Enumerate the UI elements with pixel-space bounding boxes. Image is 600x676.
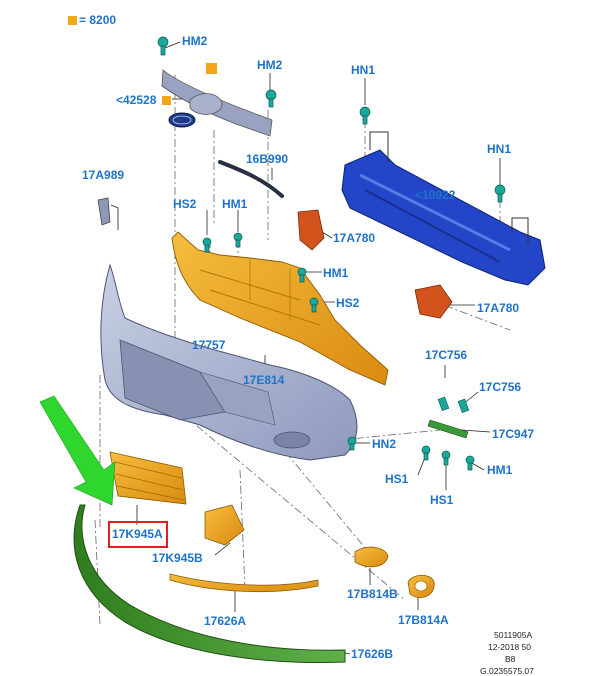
label-17b814b: 17B814B bbox=[347, 587, 398, 601]
label-17e814: 17E814 bbox=[243, 373, 285, 387]
label-hs2-a: HS2 bbox=[173, 197, 197, 211]
label-17a780-b: 17A780 bbox=[477, 301, 520, 315]
quantity-square-icon-2 bbox=[162, 96, 171, 105]
footer-line-2: 12-2018 50 bbox=[488, 642, 532, 652]
label-16b990: 16B990 bbox=[246, 152, 289, 166]
bumper-beam-10922 bbox=[341, 131, 546, 286]
label-42528: <42528 bbox=[116, 93, 157, 107]
bracket-17a780-lower bbox=[414, 284, 453, 319]
label-hm1-b: HM1 bbox=[323, 266, 349, 280]
selected-part-highlight bbox=[108, 521, 168, 548]
lower-grille-17k945a bbox=[109, 451, 187, 505]
label-hs1-b: HS1 bbox=[430, 493, 454, 507]
label-17b814a: 17B814A bbox=[398, 613, 449, 627]
spoiler-17626b bbox=[73, 504, 346, 663]
label-17c756-a: 17C756 bbox=[425, 348, 468, 362]
label-hn1-a: HN1 bbox=[351, 63, 376, 77]
ford-badge-icon bbox=[168, 112, 196, 128]
label-hn2: HN2 bbox=[372, 437, 397, 451]
footer-line-3: B8 bbox=[505, 654, 516, 664]
label-hn1-b: HN1 bbox=[487, 142, 512, 156]
label-hm2-a: HM2 bbox=[182, 34, 208, 48]
footer-line-4: G.0235575.07 bbox=[480, 666, 534, 676]
label-hm2-b: HM2 bbox=[257, 58, 283, 72]
fastener-clips bbox=[157, 36, 506, 471]
label-17757: 17757 bbox=[192, 338, 226, 352]
label-17a989: 17A989 bbox=[82, 168, 125, 182]
label-hm1-c: HM1 bbox=[487, 463, 513, 477]
absorber-17e814 bbox=[171, 231, 389, 386]
label-17626b: 17626B bbox=[351, 647, 394, 661]
footer-line-1: 5011905A bbox=[494, 630, 533, 640]
label-hs1-a: HS1 bbox=[385, 472, 409, 486]
quantity-legend-label: = 8200 bbox=[79, 13, 117, 27]
fog-bezel-17b814b bbox=[354, 546, 389, 568]
arrow-icon bbox=[39, 395, 116, 506]
label-17a780-a: 17A780 bbox=[333, 231, 376, 245]
label-17k945a[interactable]: 17K945A bbox=[112, 527, 163, 541]
brackets-17c756 bbox=[437, 396, 470, 414]
quantity-square-icon bbox=[206, 63, 217, 74]
label-17k945b: 17K945B bbox=[152, 551, 203, 565]
bracket-17a989 bbox=[97, 197, 111, 226]
label-17c756-b: 17C756 bbox=[479, 380, 522, 394]
label-17c947: 17C947 bbox=[492, 427, 535, 441]
label-hm1-a: HM1 bbox=[222, 197, 248, 211]
bracket-17a780-upper bbox=[297, 209, 325, 251]
label-hs2-b: HS2 bbox=[336, 296, 360, 310]
label-10922: <10922 bbox=[415, 188, 456, 202]
seal-strip-16b990 bbox=[218, 160, 284, 198]
trim-strip-17626a bbox=[169, 573, 319, 593]
upper-grille bbox=[161, 63, 273, 137]
bracket-17c947 bbox=[427, 419, 469, 439]
grille-insert-17k945b bbox=[204, 504, 245, 546]
label-17626a: 17626A bbox=[204, 614, 247, 628]
quantity-legend: = 8200 bbox=[68, 13, 116, 27]
quantity-square-icon-legend bbox=[68, 16, 77, 25]
